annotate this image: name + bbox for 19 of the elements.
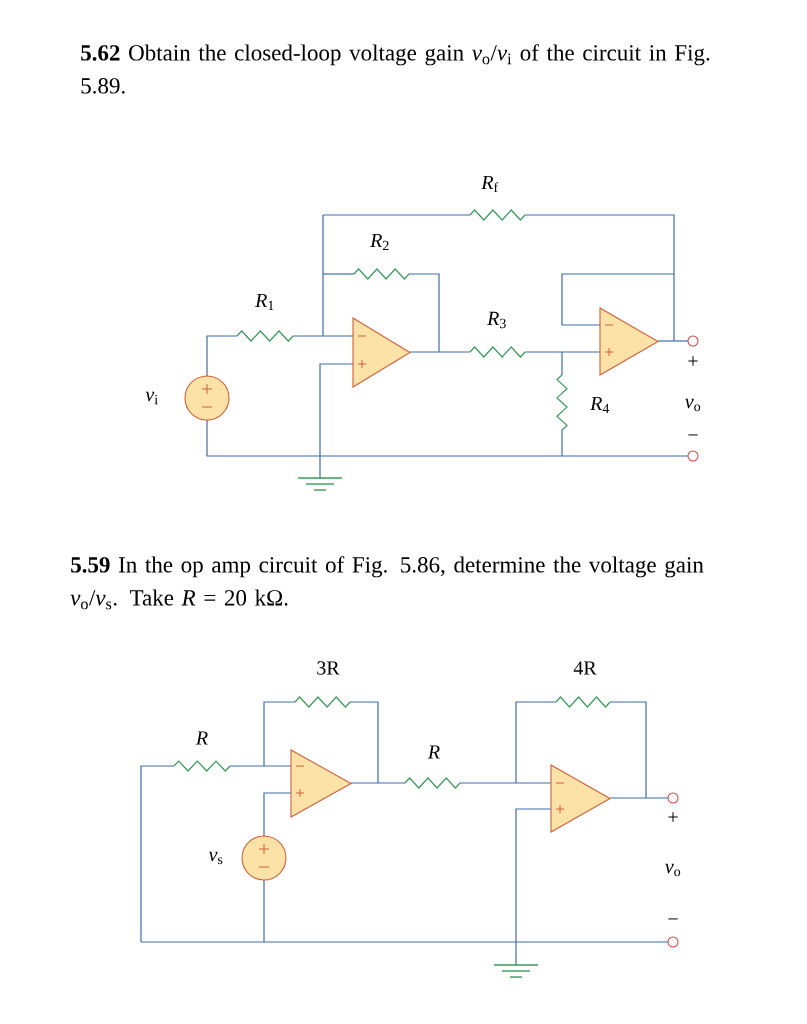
- problem-text: 5.59 In the op amp circuit of Fig. 5.86, determine the voltage gain v$_{o}$/v$_{s}$. Take R = 20 kΩ.: [70, 556, 704, 610]
- voltage-label: v$_{o}$: [685, 398, 701, 412]
- source-label: v$_{i}$: [145, 391, 158, 405]
- component-label: R$_{4}$: [590, 396, 610, 414]
- polarity-sign: +: [688, 356, 698, 366]
- component-label: 3R: [317, 661, 340, 675]
- component-label: R$_{3}$: [487, 311, 506, 329]
- component-label: R$_{f}$: [481, 175, 499, 193]
- voltage-label: v$_{o}$: [665, 863, 681, 877]
- component-label: R: [427, 745, 440, 759]
- component-label: R$_{1}$: [255, 293, 274, 311]
- component-label: 4R: [573, 661, 597, 675]
- component-label: R$_{2}$: [370, 233, 389, 251]
- problem-text: 5.62 Obtain the closed-loop voltage gain v$_{o}$/v$_{i}$ of the circuit in Fig. 5.89.: [81, 44, 710, 94]
- component-label: R: [195, 731, 208, 745]
- polarity-sign: +: [668, 812, 678, 822]
- source-label: v$_{s}$: [208, 851, 223, 865]
- polarity-sign: −: [688, 434, 698, 436]
- polarity-sign: −: [668, 918, 678, 920]
